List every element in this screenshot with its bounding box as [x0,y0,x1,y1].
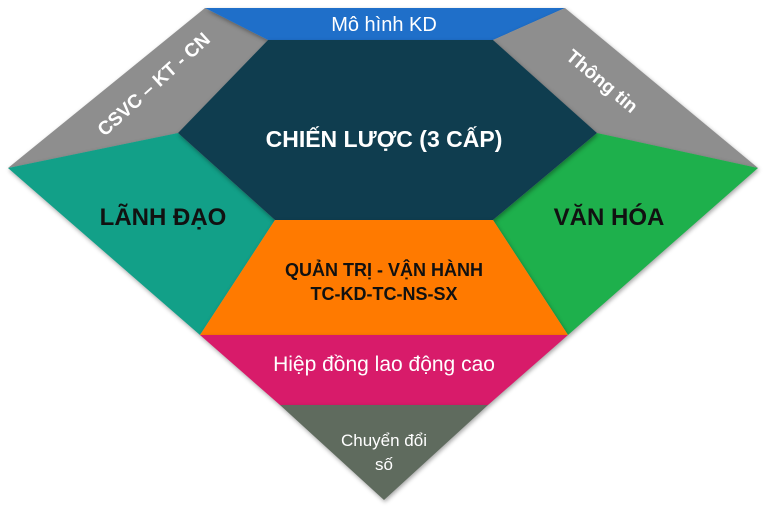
label-middle-line1: QUẢN TRỊ - VẬN HÀNH [285,259,483,280]
label-bottom-line2: số [375,455,394,474]
label-lower: Hiệp đồng lao động cao [273,353,495,376]
segment-center [178,40,597,220]
label-middle-line2: TC-KD-TC-NS-SX [311,284,458,304]
label-bottom-line1: Chuyển đổi [341,431,427,450]
label-left: LÃNH ĐẠO [100,203,227,231]
segment-right [493,133,758,335]
segment-lower [200,335,568,405]
segment-upper-left [8,8,268,168]
segment-top [205,8,565,40]
segment-upper-right [493,8,758,168]
segment-bottom [280,405,488,500]
label-top: Mô hình KD [331,14,437,36]
label-right: VĂN HÓA [554,203,665,231]
segment-middle [200,220,568,335]
segment-left [8,133,275,335]
label-center: CHIẾN LƯỢC (3 CẤP) [266,125,503,152]
